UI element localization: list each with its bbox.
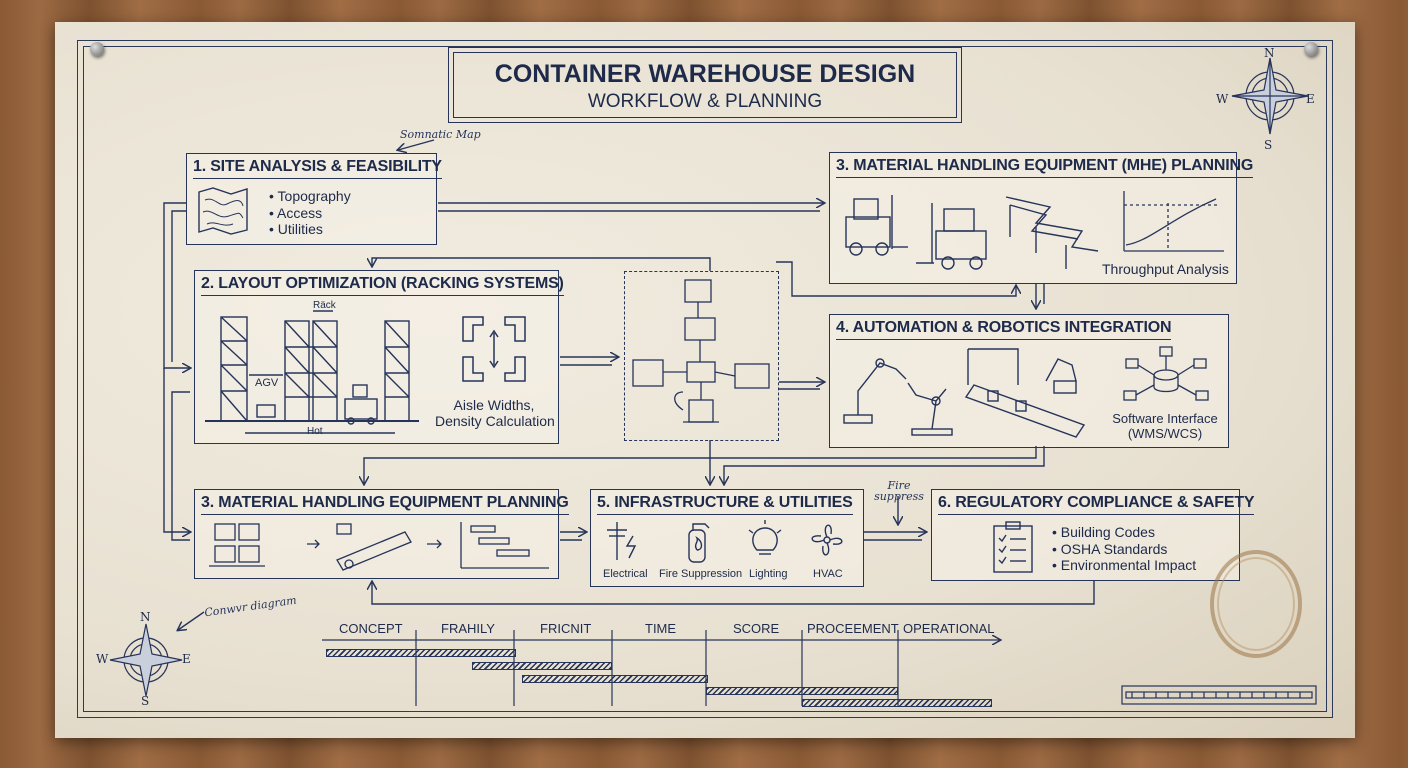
step-title: 2. LAYOUT OPTIMIZATION (RACKING SYSTEMS) [201,275,564,296]
coffee-stain [1210,550,1302,658]
racking-elevation-diagram [205,310,419,434]
scale-bar [1121,685,1317,705]
inner-frame [83,46,1327,712]
step-title: 5. INFRASTRUCTURE & UTILITIES [597,494,853,515]
compass-s-label: S [141,694,150,708]
infra-label-fire-suppression: Fire Suppression [659,568,743,580]
timeline-phase: FRICNIT [540,621,592,636]
system-flow-diagram [624,271,779,441]
conveyor-process-sketch [209,522,549,571]
pin-icon [90,42,104,56]
infra-label-hvac: HVAC [813,568,843,580]
layout-caption: Aisle Widths, Density Calculation [435,397,555,429]
pin-icon [1304,42,1318,56]
page-subtitle: WORKFLOW & PLANNING [587,91,823,112]
label-rack: Räck [313,300,336,311]
title-block: CONTAINER WAREHOUSE DESIGN WORKFLOW & PL… [448,47,962,123]
compass-n-label: N [1264,46,1275,60]
mhe-equipment-sketch [845,195,1099,270]
compass-rose-icon [1231,57,1309,135]
compass-w-label: W [1216,92,1229,106]
electrical-icon [607,522,637,560]
timeline-phase: FRAHILY [441,621,495,636]
compass-n-label: N [140,610,151,624]
label-hot: Hot [307,426,323,437]
topography-map-icon [198,187,248,235]
step-site-analysis: 1. SITE ANALYSIS & FEASIBILITY Topograph… [186,153,442,245]
timeline-bar [802,699,992,707]
compass-e-label: E [182,652,191,666]
step-title: 4. AUTOMATION & ROBOTICS INTEGRATION [836,319,1172,340]
checklist-clipboard-icon [993,521,1033,573]
timeline-bar [706,687,898,695]
annotation-schematic-map: Somnatic Map [400,128,481,141]
throughput-caption: Throughput Analysis [1102,261,1229,277]
fan-icon [811,524,843,556]
outer-frame [77,40,1333,718]
label-agv: AGV [255,377,279,389]
infra-label-lighting: Lighting [749,568,788,580]
step-title: 3. MATERIAL HANDLING EQUIPMENT (MHE) PLA… [836,157,1253,178]
compliance-bullets: Building Codes OSHA Standards Environmen… [1052,524,1196,574]
step-automation-robotics: 4. AUTOMATION & ROBOTICS INTEGRATION Sof… [829,314,1229,448]
compass-rose-icon [109,623,183,697]
timeline-phase: TIME [645,621,677,636]
fire-extinguisher-icon [688,523,710,563]
timeline-phase: PROCEEMENT [807,621,899,636]
annotation-fire-suppress: Fire suppress [874,479,924,503]
compass-e-label: E [1306,92,1315,106]
step-regulatory-compliance: 6. REGULATORY COMPLIANCE & SAFETY Buildi… [931,489,1255,581]
step-layout-optimization: 2. LAYOUT OPTIMIZATION (RACKING SYSTEMS)… [194,270,564,444]
network-icon [1123,346,1209,401]
robotics-sketch [843,348,1086,438]
step-mhe-planning-top: 3. MATERIAL HANDLING EQUIPMENT (MHE) PLA… [829,152,1253,284]
compass-s-label: S [1264,138,1273,152]
aisle-layout-icon [462,316,526,382]
software-caption: Software Interface (WMS/WCS) [1112,411,1218,441]
step-infrastructure-utilities: 5. INFRASTRUCTURE & UTILITIES Electrical… [590,489,864,587]
lightbulb-icon [748,520,782,555]
timeline-phase: OPERATIONAL [903,621,995,636]
step-title: 1. SITE ANALYSIS & FEASIBILITY [193,158,442,179]
timeline-phase: CONCEPT [339,621,403,636]
step-title: 6. REGULATORY COMPLIANCE & SAFETY [938,494,1255,515]
timeline-phase: SCORE [733,621,780,636]
site-bullets: Topography Access Utilities [269,188,351,238]
infra-label-electrical: Electrical [603,568,648,580]
throughput-chart-icon [1123,191,1224,252]
step-title: 3. MATERIAL HANDLING EQUIPMENT PLANNING [201,494,569,515]
timeline-bar [326,649,516,657]
timeline-bar [472,662,612,670]
timeline-bar [522,675,708,683]
page-title: CONTAINER WAREHOUSE DESIGN [494,60,916,88]
step-mhe-planning-bottom: 3. MATERIAL HANDLING EQUIPMENT PLANNING [194,489,569,579]
compass-w-label: W [96,652,109,666]
